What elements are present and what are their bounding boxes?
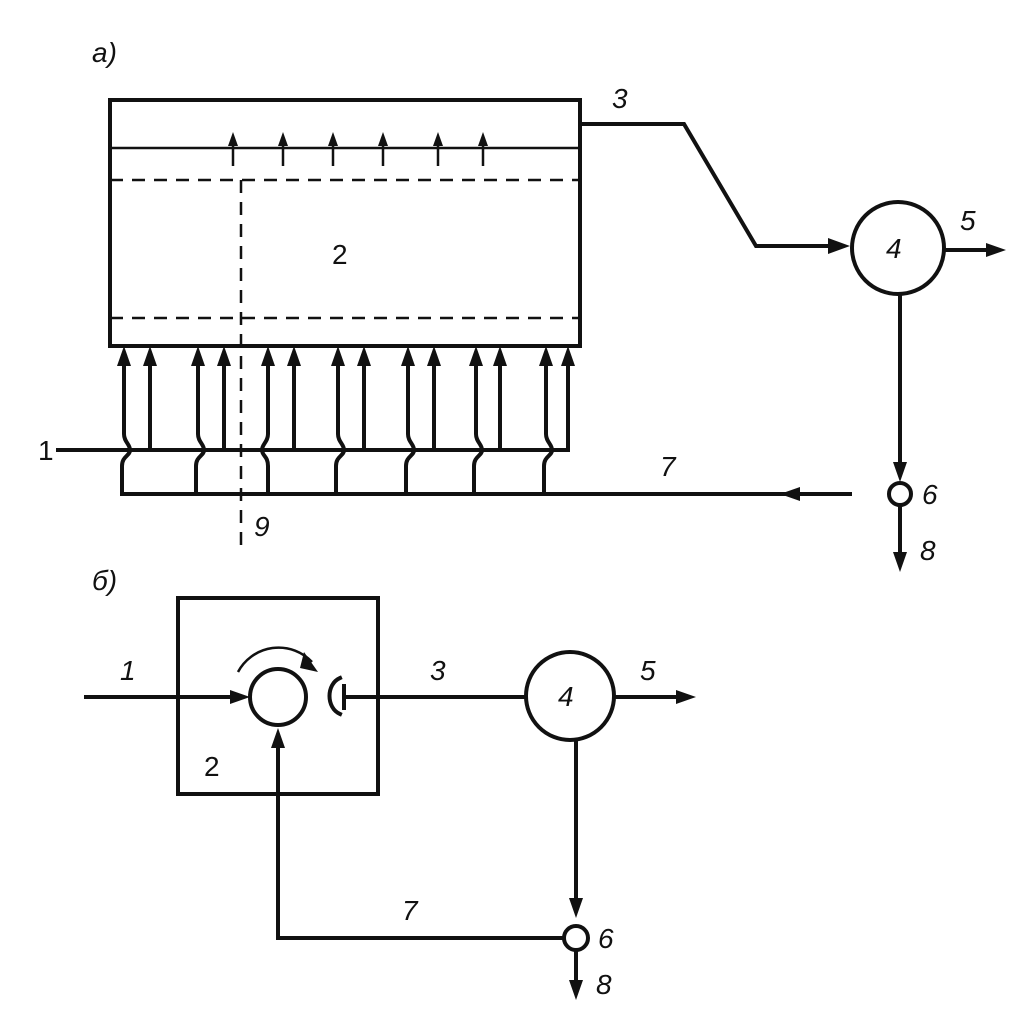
feed-label-b: 1 <box>120 655 136 686</box>
recycle-label-b: 7 <box>402 895 419 926</box>
transfer-label-a: 3 <box>612 83 628 114</box>
rotation-arrow-b <box>300 652 318 672</box>
feeder-arrows-a <box>117 346 575 496</box>
splitter-a <box>887 481 913 507</box>
rotor-b <box>248 667 308 727</box>
feed-label-a: 1 <box>38 435 54 466</box>
top-band-arrows-a <box>228 132 488 166</box>
diagram-a: а) 2 1 <box>38 37 1006 572</box>
panel-label-b: б) <box>92 565 117 596</box>
diagram-b: б) 2 1 3 4 5 6 7 <box>84 565 696 1000</box>
splitter-label-a: 6 <box>922 479 938 510</box>
splitter-label-b: 6 <box>598 923 614 954</box>
section-label-a: 9 <box>254 511 270 542</box>
unit-label-b: 2 <box>204 751 220 782</box>
purge-label-b: 8 <box>596 969 612 1000</box>
product-label-a: 5 <box>960 205 976 236</box>
separator-label-a: 4 <box>886 233 902 264</box>
nozzle-b <box>327 675 343 717</box>
unit-block-a <box>108 98 582 348</box>
product-label-b: 5 <box>640 655 656 686</box>
separator-label-b: 4 <box>558 681 574 712</box>
panel-label-a: а) <box>92 37 117 68</box>
recycle-label-a: 7 <box>660 451 677 482</box>
splitter-b <box>562 924 590 952</box>
recycle-arrow-a <box>780 487 800 501</box>
unit-label-a: 2 <box>332 239 348 270</box>
purge-label-a: 8 <box>920 535 936 566</box>
transfer-label-b: 3 <box>430 655 446 686</box>
recycle-line-b <box>276 742 566 940</box>
transfer-line-a <box>578 122 834 248</box>
